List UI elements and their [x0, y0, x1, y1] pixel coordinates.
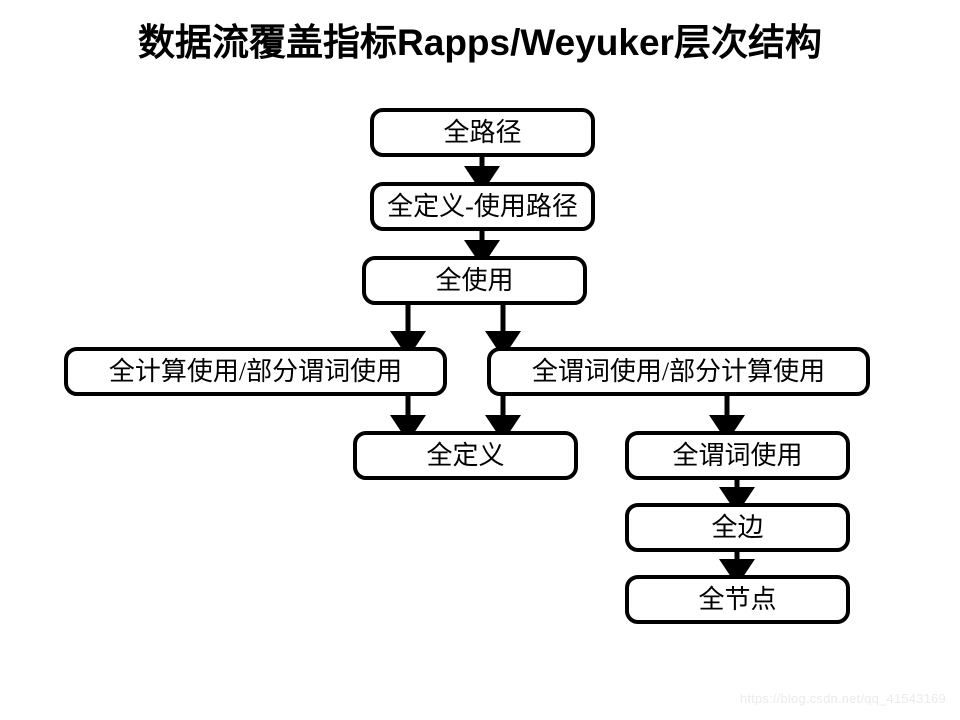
watermark: https://blog.csdn.net/qq_41543169: [739, 691, 946, 706]
node-all-p-uses-some-c-uses[interactable]: 全谓词使用/部分计算使用: [487, 347, 870, 396]
node-all-du-paths[interactable]: 全定义-使用路径: [370, 182, 595, 231]
node-all-p-uses-some-c-uses-label: 全谓词使用/部分计算使用: [531, 356, 826, 386]
node-all-du-paths-label: 全定义-使用路径: [387, 191, 578, 221]
node-all-p-uses-label: 全谓词使用: [672, 440, 803, 470]
node-all-c-uses-some-p-uses-label: 全计算使用/部分谓词使用: [108, 356, 403, 386]
node-all-uses-label: 全使用: [435, 265, 514, 295]
node-all-edges[interactable]: 全边: [625, 503, 850, 552]
node-all-uses[interactable]: 全使用: [362, 256, 587, 305]
node-all-paths-label: 全路径: [443, 117, 522, 147]
node-all-c-uses-some-p-uses[interactable]: 全计算使用/部分谓词使用: [64, 347, 447, 396]
node-all-nodes[interactable]: 全节点: [625, 575, 850, 624]
node-all-defs-label: 全定义: [426, 440, 505, 470]
page-title: 数据流覆盖指标Rapps/Weyuker层次结构: [138, 22, 822, 63]
node-all-p-uses[interactable]: 全谓词使用: [625, 431, 850, 480]
node-all-defs[interactable]: 全定义: [353, 431, 578, 480]
node-all-edges-label: 全边: [711, 512, 764, 542]
node-all-nodes-label: 全节点: [698, 584, 777, 614]
node-all-paths[interactable]: 全路径: [370, 108, 595, 157]
